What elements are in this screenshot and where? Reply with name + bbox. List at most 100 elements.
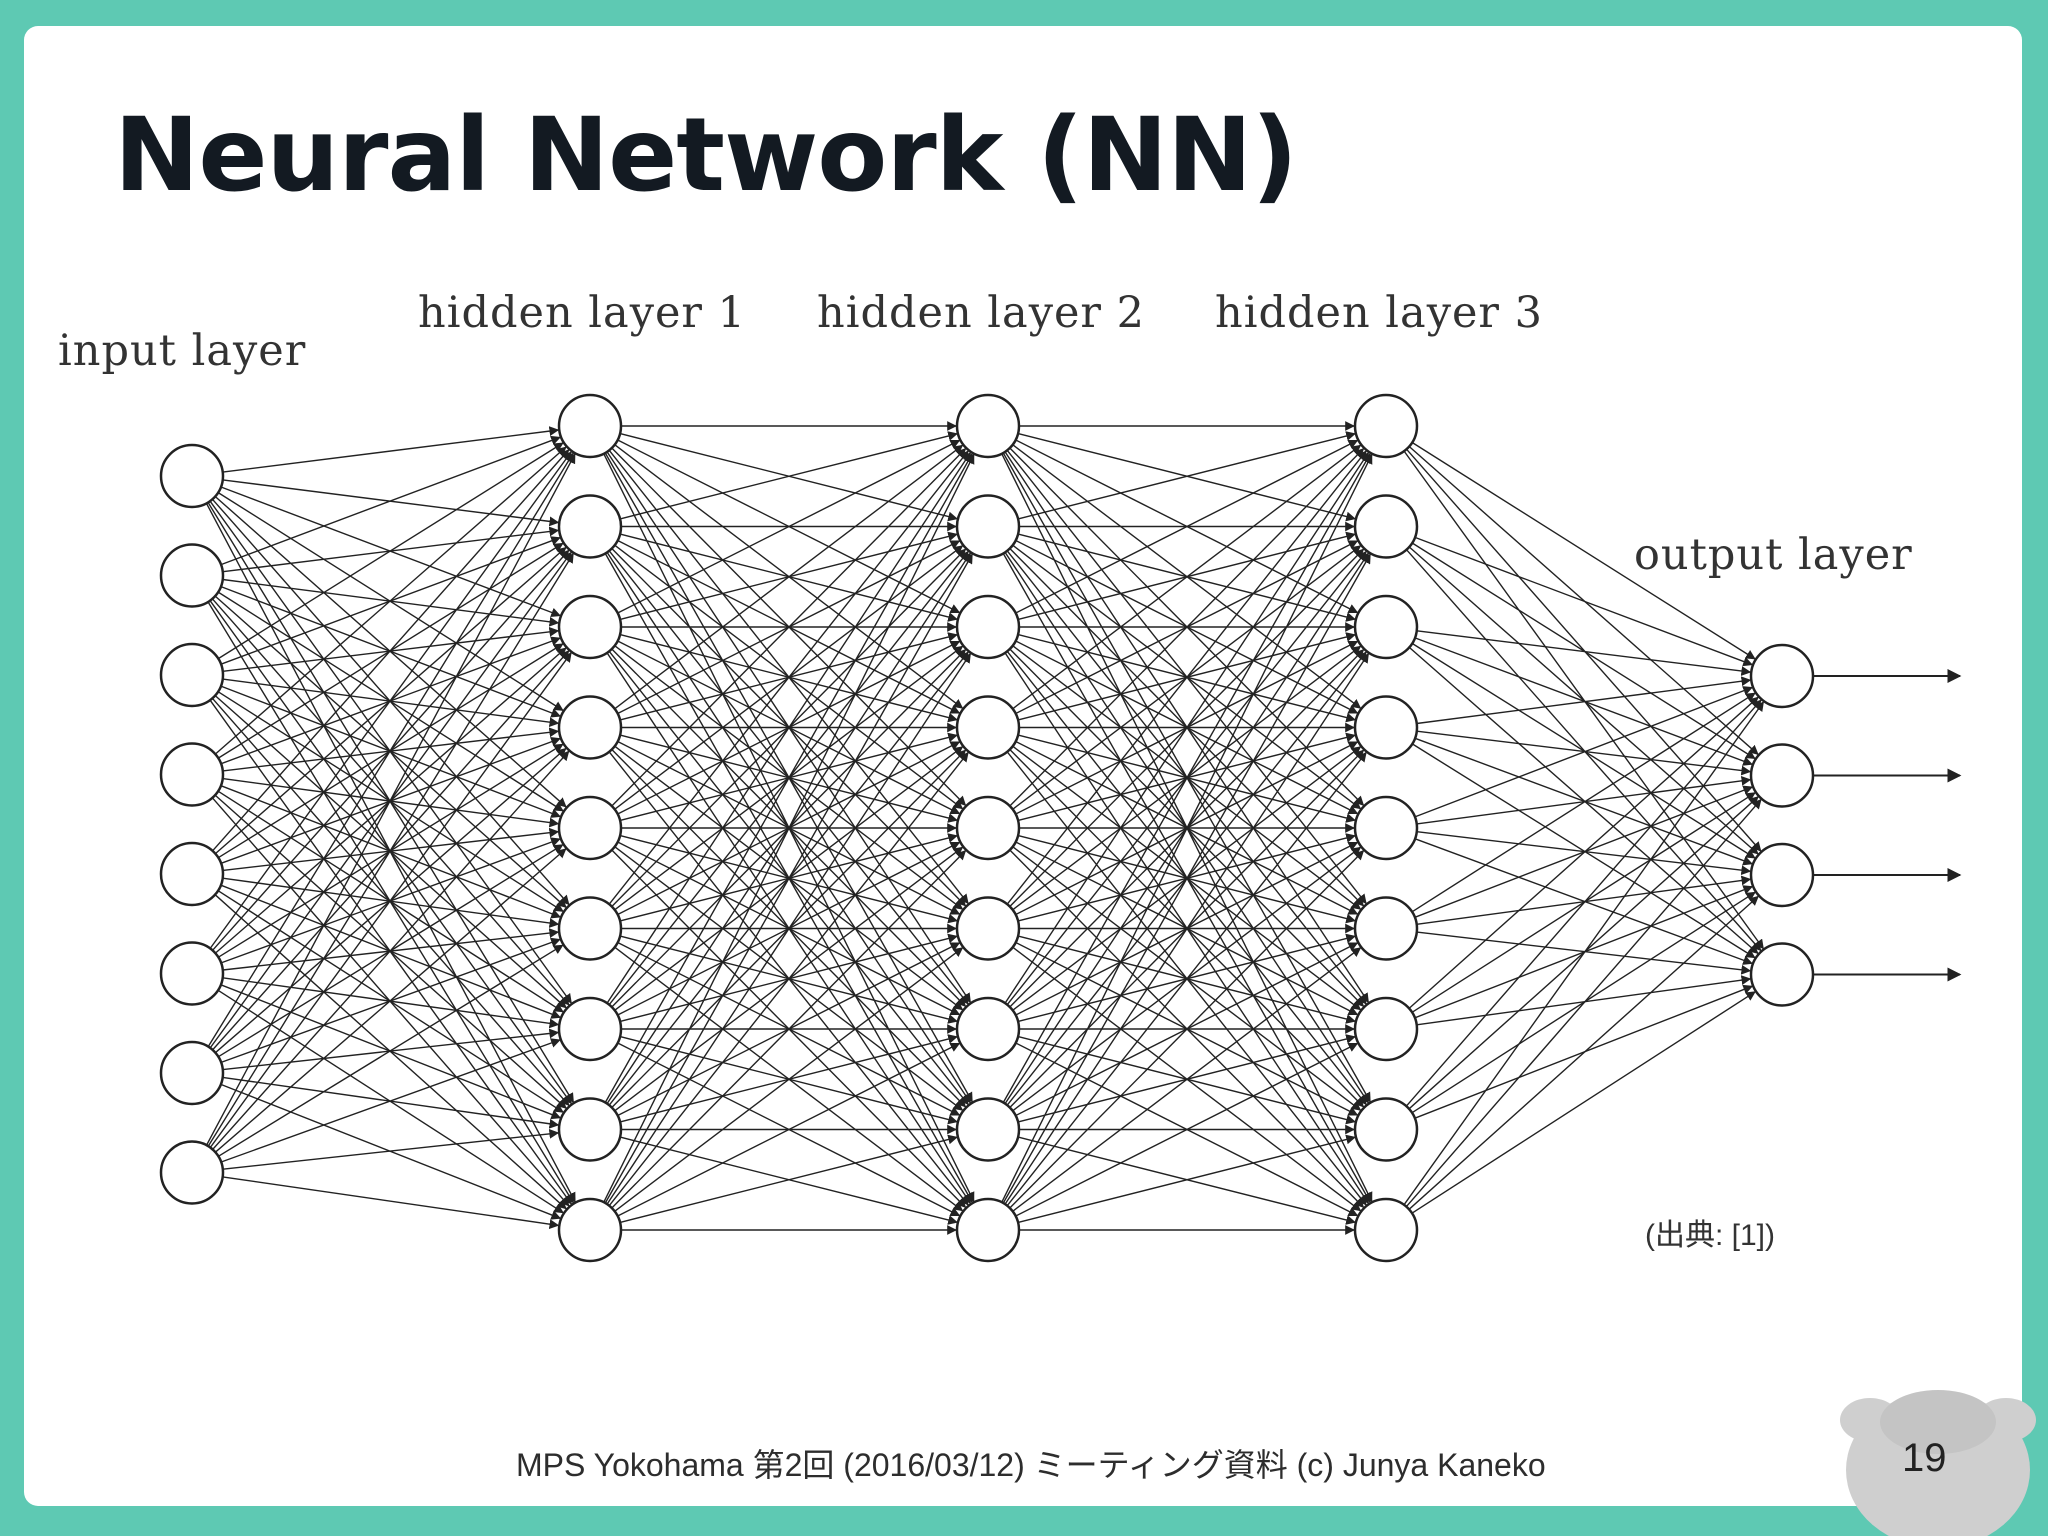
mascot-icon — [1840, 1390, 2036, 1536]
edge-l1-8-0 — [603, 453, 975, 1203]
edge-l0-7-5 — [218, 944, 564, 1157]
page-number: 19 — [1902, 1436, 1947, 1480]
hidden3-node-5 — [1353, 795, 1419, 861]
hidden1-node-5 — [557, 795, 623, 861]
edge-l1-8-2 — [606, 652, 971, 1205]
hidden1-node-8 — [557, 1097, 623, 1162]
hidden3-node-6 — [1353, 896, 1419, 961]
hidden2-node-1 — [955, 393, 1021, 459]
edge-l2-4-0 — [1009, 448, 1365, 807]
edge-l3-3-1 — [1416, 730, 1752, 776]
edge-l1-8-4 — [611, 850, 967, 1209]
output-arrows — [1813, 669, 1962, 982]
slide — [24, 26, 2022, 1506]
input-node-7 — [159, 1040, 225, 1106]
edge-l1-1-0 — [619, 431, 958, 520]
edge-l3-2-0 — [1416, 630, 1752, 676]
hidden2-node-2 — [955, 494, 1021, 559]
hidden3-node-3 — [1353, 594, 1419, 660]
edge-l1-8-6 — [617, 1042, 961, 1217]
hidden2-node-6 — [955, 896, 1021, 961]
input-node-2 — [159, 543, 225, 608]
edge-l2-8-1 — [1002, 553, 1371, 1204]
hidden1-node-3 — [557, 594, 623, 660]
edge-l2-8-2 — [1004, 652, 1369, 1205]
edge-l1-8-3 — [608, 751, 969, 1207]
hidden1-node-1 — [557, 393, 623, 459]
edge-l2-8-7 — [1017, 1134, 1356, 1224]
input-node-8 — [159, 1140, 225, 1205]
edge-l3-5-0 — [1411, 692, 1756, 913]
connections — [205, 421, 1764, 1235]
edge-l0-7-2 — [209, 652, 572, 1148]
edge-l0-7-1 — [207, 552, 574, 1147]
hidden3-node-8 — [1353, 1097, 1419, 1162]
edge-l1-2-0 — [617, 439, 961, 614]
edge-l2-1-0 — [1017, 431, 1356, 520]
output-layer-label: output layer — [1634, 530, 1913, 580]
edge-l3-8-1 — [1405, 798, 1762, 1208]
hidden1-node-4 — [557, 695, 623, 760]
edge-l2-6-0 — [1004, 451, 1369, 1004]
edge-l0-7-3 — [212, 750, 570, 1150]
edge-l2-2-0 — [1015, 439, 1359, 614]
edge-l3-3-2 — [1414, 737, 1753, 866]
edge-l3-3-0 — [1416, 676, 1752, 725]
edge-l2-3-0 — [1012, 444, 1362, 710]
source-citation: (出典: [1]) — [1645, 1219, 1776, 1252]
hidden1-node-9 — [557, 1197, 623, 1263]
hidden2-node-9 — [955, 1197, 1021, 1263]
edge-l2-5-0 — [1006, 450, 1367, 905]
input-node-4 — [159, 742, 225, 807]
edge-l2-8-6 — [1015, 1042, 1359, 1217]
input-node-5 — [159, 841, 225, 907]
hidden2-node-3 — [955, 594, 1021, 660]
edge-l3-0-0 — [1411, 441, 1756, 660]
edge-l2-8-0 — [1001, 453, 1373, 1203]
edge-l3-7-0 — [1405, 699, 1762, 1107]
edge-l0-7-8 — [222, 1176, 560, 1229]
output-node-2 — [1749, 743, 1815, 808]
edge-l1-3-0 — [614, 444, 964, 710]
hidden2-node-4 — [955, 695, 1021, 760]
neurons — [159, 393, 1815, 1263]
edge-l0-7-4 — [214, 848, 567, 1153]
edge-l1-8-5 — [614, 947, 964, 1212]
edge-l1-6-0 — [606, 451, 971, 1004]
edge-l2-7-0 — [1002, 453, 1371, 1103]
hidden2-node-7 — [955, 996, 1021, 1062]
edge-l3-5-3 — [1416, 931, 1752, 975]
output-node-1 — [1749, 643, 1815, 709]
edge-l3-8-0 — [1403, 701, 1764, 1206]
slide-footer: MPS Yokohama 第2回 (2016/03/12) ミーティング資料 (… — [516, 1447, 1546, 1483]
edge-l2-8-4 — [1009, 850, 1365, 1209]
input-layer-label: input layer — [58, 326, 307, 376]
edge-l1-8-7 — [619, 1134, 958, 1224]
edge-l3-4-0 — [1414, 686, 1754, 818]
edge-l0-2-0 — [217, 442, 564, 660]
slide-title: Neural Network (NN) — [114, 96, 1298, 215]
edge-l3-8-2 — [1408, 895, 1759, 1210]
input-node-1 — [159, 443, 225, 509]
edge-l0-4-0 — [212, 449, 570, 852]
hidden3-node-7 — [1353, 996, 1419, 1062]
edge-l1-5-0 — [608, 450, 969, 905]
hidden3-node-2 — [1353, 494, 1419, 559]
hidden1-node-6 — [557, 896, 623, 961]
hidden2-node-8 — [955, 1097, 1021, 1162]
edge-l1-7-0 — [604, 453, 973, 1103]
edge-l2-8-3 — [1006, 751, 1367, 1207]
hidden3-node-4 — [1353, 695, 1419, 760]
edge-l3-1-0 — [1414, 536, 1754, 667]
output-node-3 — [1749, 842, 1815, 908]
hidden1-node-7 — [557, 996, 623, 1062]
edge-l0-7-6 — [220, 1038, 561, 1163]
edge-l2-8-5 — [1012, 947, 1362, 1212]
edge-l0-7-7 — [222, 1128, 560, 1170]
edge-l3-8-3 — [1411, 991, 1756, 1214]
edge-l0-6-0 — [207, 452, 574, 1047]
edge-l0-1-0 — [220, 435, 561, 566]
edge-l0-7-0 — [205, 453, 576, 1146]
hidden2-node-5 — [955, 795, 1021, 861]
